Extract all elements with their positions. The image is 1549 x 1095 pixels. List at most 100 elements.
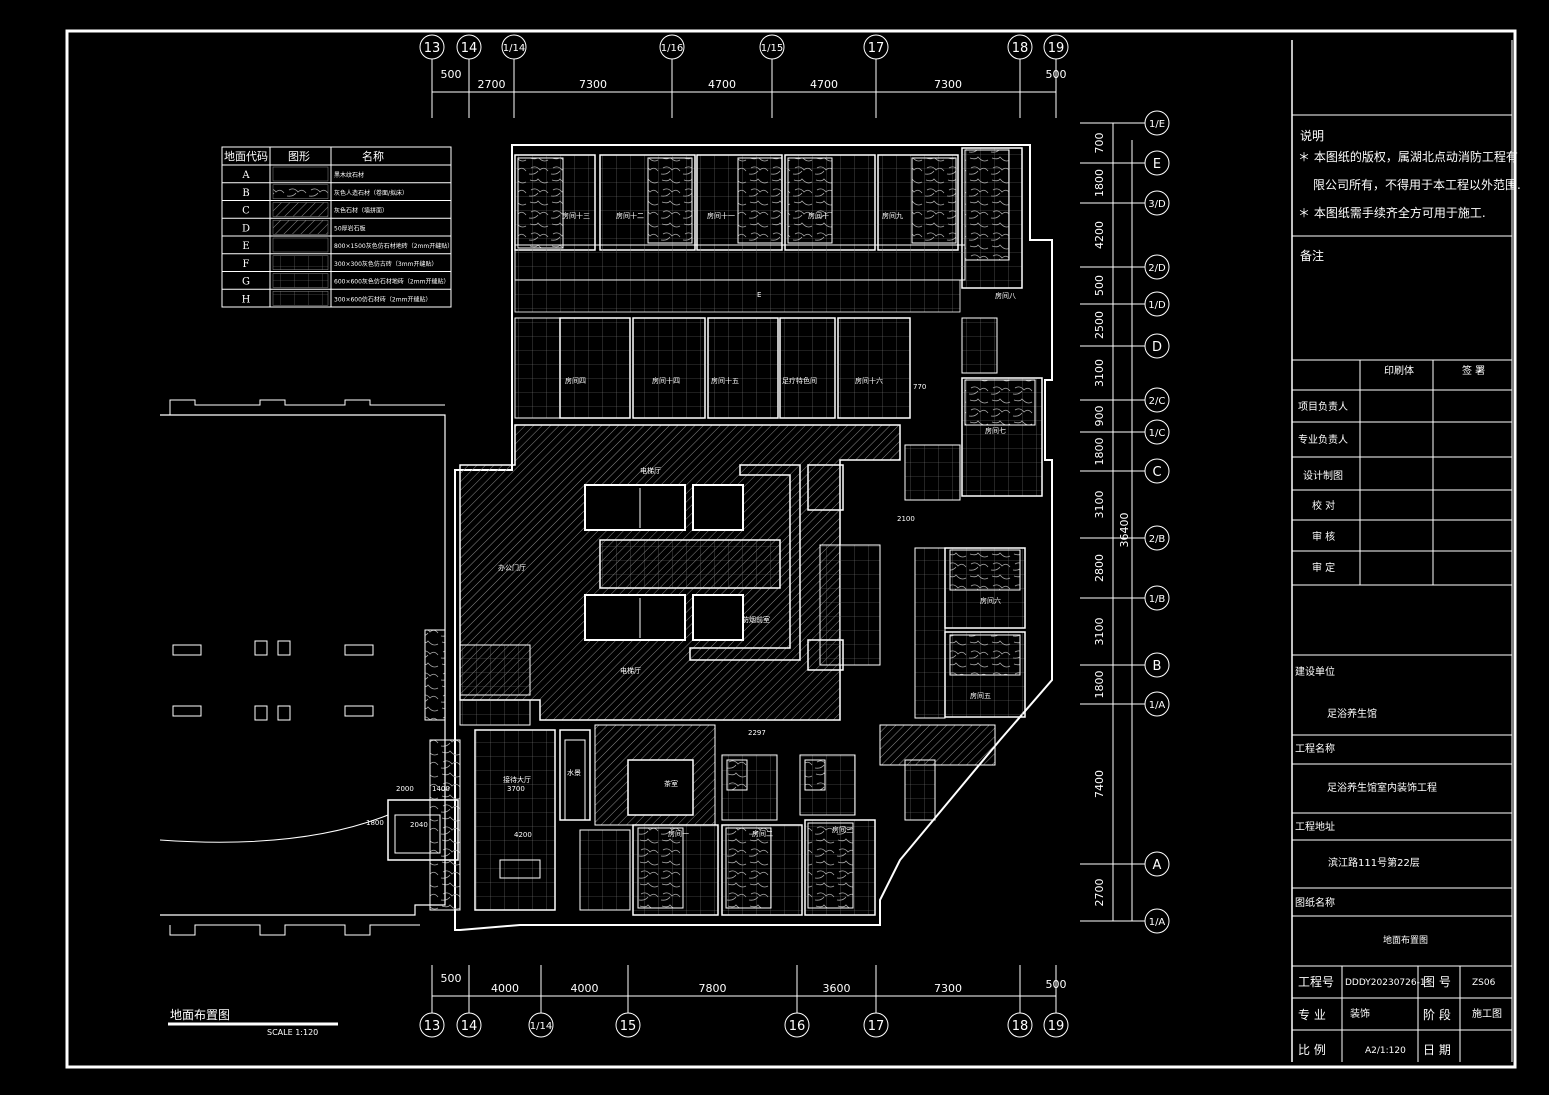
- svg-text:1/B: 1/B: [1149, 594, 1166, 605]
- svg-text:19: 19: [1048, 41, 1065, 56]
- legend-pattern-swatch: [272, 291, 329, 306]
- svg-text:1/E: 1/E: [1149, 119, 1165, 130]
- top-dim-5: 7300: [934, 78, 962, 91]
- room-labels: 房间十三 房间十二 房间十一 房间十 房间九 房间八 房间四 房间十四 房间十五…: [366, 211, 1016, 839]
- legend-row: D 50厚岩石板: [222, 220, 451, 237]
- legend-name: 灰色人造石材（卷面/拟床）: [334, 189, 408, 197]
- right-axis-bubble-10: 1/B: [1144, 585, 1170, 611]
- right-dim-4: 2500: [1093, 311, 1106, 339]
- right-dim-total: 36400: [1118, 513, 1131, 548]
- svg-text:14: 14: [461, 1019, 478, 1034]
- room-13-label: 房间十三: [562, 211, 590, 220]
- bottom-axis-bubble-4: 16: [784, 1012, 810, 1038]
- bottom-dim-2: 4000: [571, 982, 599, 995]
- legend-name: 50厚岩石板: [334, 224, 366, 232]
- legend-code: E: [242, 241, 249, 252]
- project-label: 工程名称: [1295, 742, 1335, 755]
- svg-text:15: 15: [620, 1019, 637, 1034]
- room-9-label: 房间九: [882, 211, 903, 220]
- svg-text:17: 17: [868, 41, 885, 56]
- reception-hall-label: 接待大厅: [503, 775, 531, 784]
- notes-heading: 说明: [1300, 128, 1324, 143]
- col-sign-label: 签 署: [1462, 364, 1485, 377]
- office-lobby-label: 办公门厅: [498, 563, 526, 572]
- room-3-label: 房间三: [832, 825, 853, 834]
- drawing-no-label: 图 号: [1423, 975, 1451, 989]
- right-dim-6: 900: [1093, 406, 1106, 427]
- legend-code: D: [242, 223, 250, 234]
- bottom-axis-bubble-6: 18: [1007, 1012, 1033, 1038]
- bottom-dim-0: 500: [441, 972, 462, 985]
- bottom-axis-bubble-7: 19: [1043, 1012, 1069, 1038]
- svg-text:13: 13: [424, 1019, 441, 1034]
- right-axis-bubble-14: 1/A: [1144, 908, 1170, 934]
- top-axis-bubble-3: 1/16: [659, 34, 685, 60]
- svg-text:3/D: 3/D: [1148, 199, 1166, 210]
- project-no-label: 工程号: [1298, 974, 1334, 989]
- right-axis-bubble-8: C: [1144, 458, 1170, 484]
- drawing-no-value: ZS06: [1472, 978, 1496, 988]
- right-dim-7: 1800: [1093, 438, 1106, 466]
- water-feature-label: 水景: [567, 768, 581, 777]
- legend-header-pattern: 图形: [288, 150, 310, 163]
- bottom-dim-4: 3600: [823, 982, 851, 995]
- legend-row: B 灰色人造石材（卷面/拟床）: [222, 184, 451, 201]
- top-dim-2: 7300: [579, 78, 607, 91]
- bottom-dim-5: 7300: [934, 982, 962, 995]
- dim-1800: 1800: [366, 819, 384, 827]
- sheet-border: [65, 29, 1517, 1069]
- tea-room-label: 茶室: [664, 779, 678, 788]
- room-8-label: 房间八: [995, 291, 1016, 300]
- top-dim-3: 4700: [708, 78, 736, 91]
- svg-text:E: E: [1153, 157, 1161, 172]
- room-7-label: 房间七: [985, 426, 1006, 435]
- role-approver: 审 定: [1312, 561, 1335, 574]
- legend-code: H: [242, 294, 251, 305]
- corridor-label: E: [757, 291, 761, 299]
- top-dim-6: 500: [1046, 68, 1067, 81]
- project-no-value: DDDY20230726-1: [1345, 978, 1426, 988]
- legend-name: 800×1500灰色仿石材地砖（2mm开缝贴）: [334, 242, 453, 250]
- room-5-label: 房间五: [970, 691, 991, 700]
- dim-2297: 2297: [748, 729, 766, 737]
- title-block: [1292, 40, 1513, 1062]
- room-4-label: 房间四: [565, 376, 586, 385]
- right-axis-bubble-3: 2/D: [1144, 254, 1170, 280]
- top-axis-bubble-4: 1/15: [759, 34, 785, 60]
- bottom-dim-1: 4000: [491, 982, 519, 995]
- legend-header-code: 地面代码: [224, 150, 268, 163]
- svg-text:2/C: 2/C: [1149, 396, 1166, 407]
- svg-text:18: 18: [1012, 41, 1029, 56]
- room-2-label: 房间二: [752, 829, 773, 838]
- right-axis-bubble-5: D: [1144, 333, 1170, 359]
- address-value: 滨江路111号第22层: [1328, 856, 1420, 869]
- stage-label: 阶 段: [1423, 1007, 1451, 1022]
- scale-label: 比 例: [1298, 1043, 1326, 1057]
- building-outline: [454, 144, 1053, 931]
- right-dim-10: 3100: [1093, 618, 1106, 646]
- legend-pattern-swatch: [272, 237, 329, 253]
- scale-value: A2/1:120: [1365, 1046, 1406, 1056]
- top-axis-bubble-2: 1/14: [501, 34, 527, 60]
- right-dim-9: 2800: [1093, 554, 1106, 582]
- role-discipline-lead: 专业负责人: [1298, 433, 1348, 446]
- dim-1400: 1400: [432, 785, 450, 793]
- discipline-label: 专 业: [1298, 1007, 1326, 1022]
- top-axis-bubble-5: 17: [863, 34, 889, 60]
- top-dim-1: 2700: [478, 78, 506, 91]
- room-15-label: 房间十五: [711, 376, 739, 385]
- legend-code: B: [242, 188, 249, 199]
- fire-antechamber-label: 防烟前室: [742, 615, 770, 624]
- discipline-value: 装饰: [1350, 1007, 1370, 1020]
- top-dim-0: 500: [441, 68, 462, 81]
- legend-pattern-swatch: [272, 220, 329, 235]
- svg-text:18: 18: [1012, 1019, 1029, 1034]
- remarks-label: 备注: [1300, 248, 1324, 263]
- role-drafter: 设计制图: [1303, 469, 1343, 482]
- legend-name: 300×300灰色仿古砖（3mm开缝贴）: [334, 260, 437, 268]
- client-label: 建设单位: [1295, 665, 1335, 678]
- elevator-lobby-label-1: 电梯厅: [640, 466, 661, 475]
